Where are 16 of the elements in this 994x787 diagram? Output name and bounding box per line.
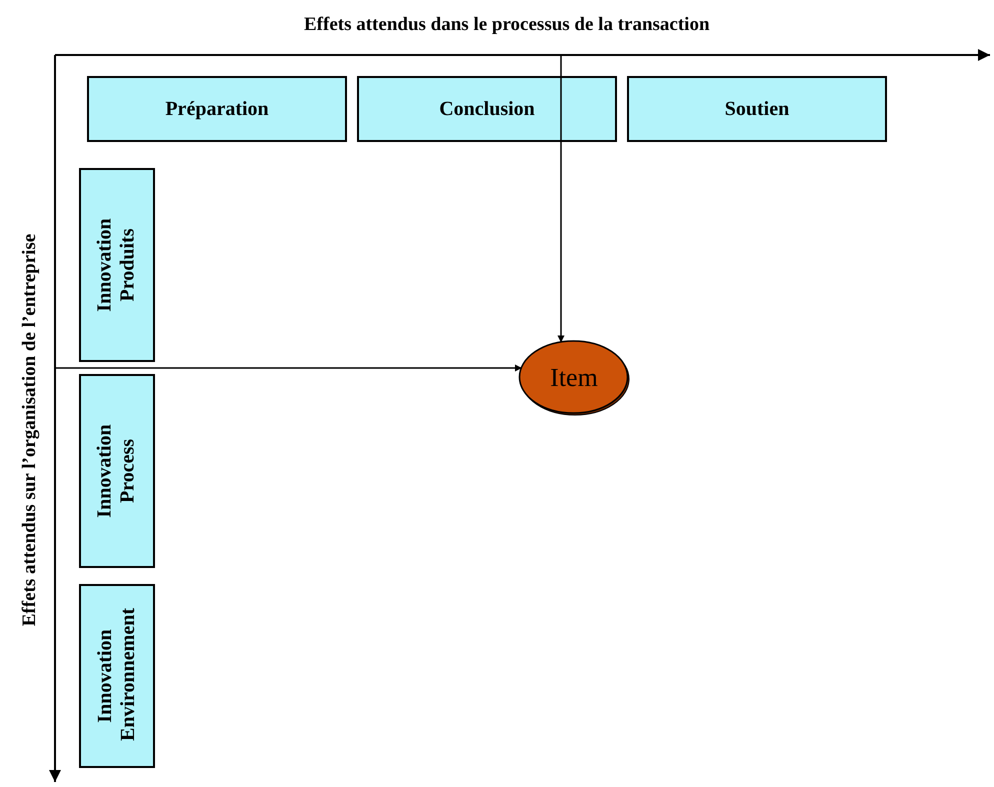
category-box [79,374,155,568]
arrow [558,55,564,343]
box-label: Conclusion [439,98,535,120]
axis-title: Effets attendus sur l’organisation de l’entreprise [19,234,42,626]
box-label: Innovation Produits [94,218,140,312]
stage-box [87,76,347,142]
axis-title: Effets attendus dans le processus de la transaction [304,14,710,36]
category-box [79,168,155,362]
category-box [79,584,155,768]
stage-box [357,76,617,142]
box-label: Innovation Process [94,424,140,518]
arrow [55,364,522,372]
box-label: Soutien [724,98,790,120]
box-label: Préparation [165,98,269,120]
stage-box [627,76,887,142]
box-label: Item [550,362,598,392]
